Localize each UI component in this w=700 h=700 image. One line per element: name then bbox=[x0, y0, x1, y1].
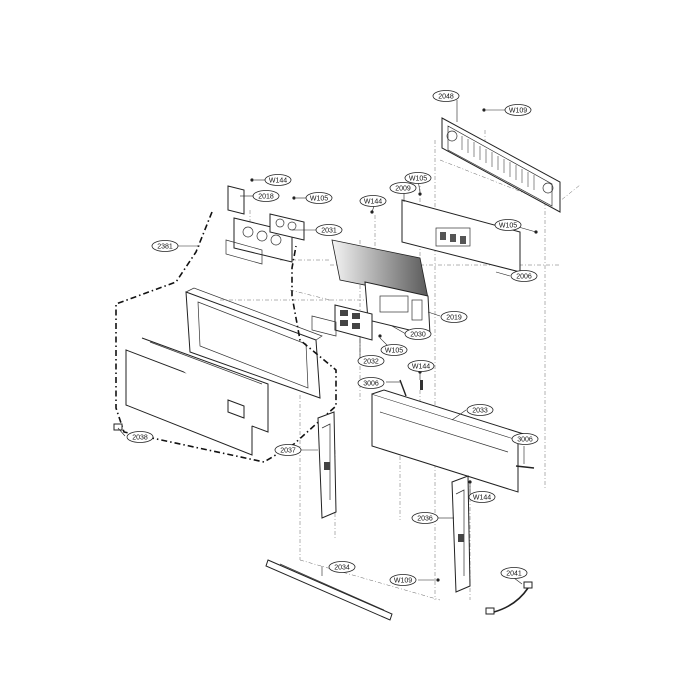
callout-w105-c: W105 bbox=[494, 219, 522, 231]
svg-text:2037: 2037 bbox=[280, 448, 296, 455]
svg-text:2009: 2009 bbox=[395, 186, 411, 193]
callout-2037: 2037 bbox=[274, 444, 302, 456]
svg-text:3006: 3006 bbox=[363, 381, 379, 388]
callout-2038: 2038 bbox=[126, 431, 154, 443]
callout-w144-d: W144 bbox=[468, 491, 496, 503]
callout-2030: 2030 bbox=[404, 328, 432, 340]
callout-w105-a: W105 bbox=[305, 192, 333, 204]
svg-text:W105: W105 bbox=[499, 223, 517, 230]
svg-text:2032: 2032 bbox=[363, 359, 379, 366]
callout-w144-a: W144 bbox=[264, 174, 292, 186]
svg-text:2048: 2048 bbox=[438, 94, 454, 101]
svg-text:2038: 2038 bbox=[132, 435, 148, 442]
callout-w105-b: W105 bbox=[404, 172, 432, 184]
svg-text:2033: 2033 bbox=[472, 408, 488, 415]
svg-text:W109: W109 bbox=[394, 578, 412, 585]
svg-text:2019: 2019 bbox=[446, 315, 462, 322]
svg-text:2036: 2036 bbox=[417, 516, 433, 523]
svg-text:2018: 2018 bbox=[258, 194, 274, 201]
callout-2009: 2009 bbox=[389, 182, 417, 194]
svg-text:2381: 2381 bbox=[157, 244, 173, 251]
leader-lines bbox=[117, 100, 537, 585]
svg-text:W144: W144 bbox=[412, 364, 430, 371]
control-frame bbox=[185, 287, 323, 399]
svg-text:3006: 3006 bbox=[517, 437, 533, 444]
side-bracket-left bbox=[317, 411, 337, 519]
assembly-group-outline bbox=[115, 211, 337, 463]
callout-2031: 2031 bbox=[315, 224, 343, 236]
front-trim bbox=[371, 380, 532, 493]
side-bracket-right bbox=[451, 475, 471, 593]
svg-text:2041: 2041 bbox=[506, 571, 522, 578]
svg-text:2031: 2031 bbox=[321, 228, 337, 235]
callout-2041: 2041 bbox=[500, 567, 528, 579]
knob-module bbox=[225, 185, 305, 265]
callout-2381: 2381 bbox=[151, 240, 179, 252]
callout-2019: 2019 bbox=[440, 311, 468, 323]
svg-text:2006: 2006 bbox=[516, 274, 532, 281]
callout-2034: 2034 bbox=[328, 561, 356, 573]
callout-2006: 2006 bbox=[510, 270, 538, 282]
wire-harness bbox=[485, 581, 533, 615]
svg-text:W144: W144 bbox=[473, 495, 491, 502]
svg-text:W109: W109 bbox=[509, 108, 527, 115]
bottom-rail bbox=[265, 559, 393, 621]
svg-text:W105: W105 bbox=[409, 176, 427, 183]
callout-2032: 2032 bbox=[357, 355, 385, 367]
svg-text:2034: 2034 bbox=[334, 565, 350, 572]
callout-w144-c: W144 bbox=[407, 360, 435, 372]
svg-text:2030: 2030 bbox=[410, 332, 426, 339]
fasteners bbox=[113, 108, 538, 582]
control-glass bbox=[125, 337, 269, 456]
callout-3006-a: 3006 bbox=[357, 377, 385, 389]
display-board bbox=[311, 304, 373, 341]
svg-text:W105: W105 bbox=[385, 348, 403, 355]
svg-text:W144: W144 bbox=[269, 178, 287, 185]
callout-w109-top: W109 bbox=[504, 104, 532, 116]
callout-2018: 2018 bbox=[252, 190, 280, 202]
callout-w105-d: W105 bbox=[380, 344, 408, 356]
callout-2036: 2036 bbox=[411, 512, 439, 524]
svg-text:W144: W144 bbox=[364, 199, 382, 206]
callout-2048: 2048 bbox=[432, 90, 460, 102]
main-pcb bbox=[331, 239, 431, 336]
callout-2033: 2033 bbox=[466, 404, 494, 416]
callout-w144-b: W144 bbox=[359, 195, 387, 207]
rear-vent-panel bbox=[441, 117, 561, 213]
callout-w109-bottom: W109 bbox=[389, 574, 417, 586]
svg-text:W105: W105 bbox=[310, 196, 328, 203]
callout-3006-b: 3006 bbox=[511, 433, 539, 445]
